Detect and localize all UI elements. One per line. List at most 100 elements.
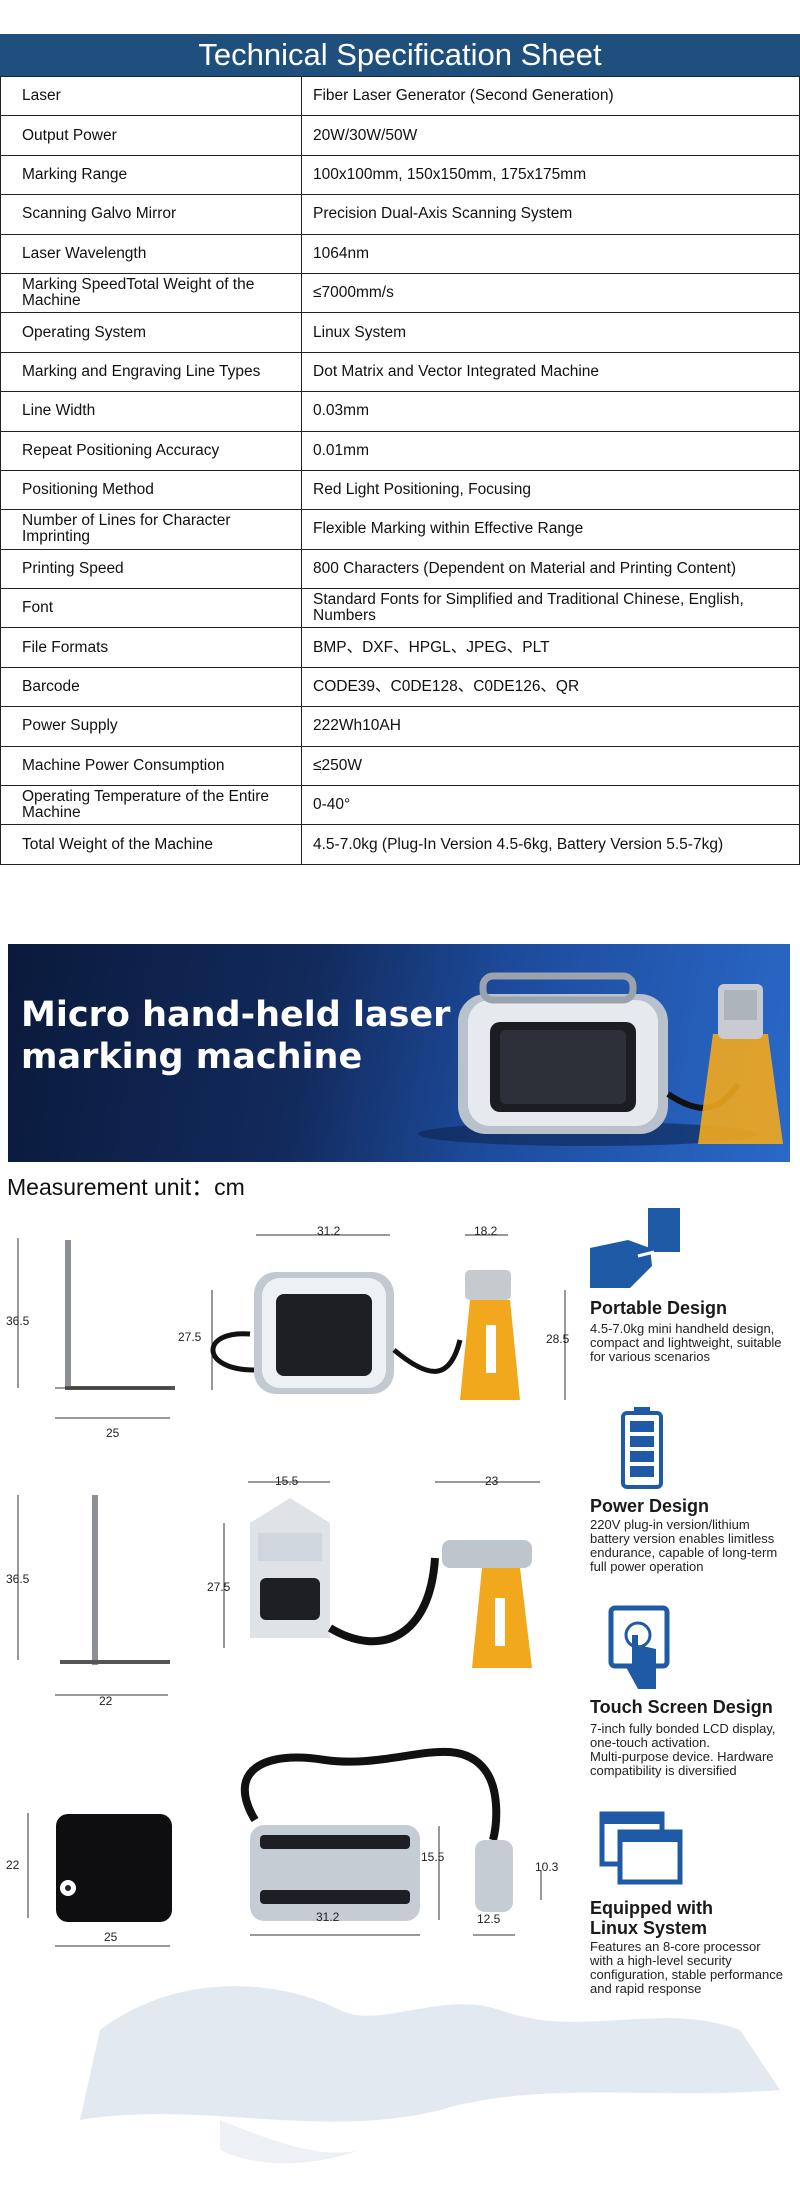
spec-value: 0.03mm — [301, 391, 800, 432]
dim-body-depth-3: 15.5 — [421, 1850, 445, 1864]
dim-stand-height-1: 36.5 — [6, 1314, 30, 1328]
dim-plate-height-3: 22 — [6, 1858, 20, 1872]
spec-value: Flexible Marking within Effective Range — [301, 509, 800, 550]
feature-title-portable: Portable Design — [590, 1298, 728, 1318]
spec-value: Dot Matrix and Vector Integrated Machine — [301, 351, 800, 393]
spec-label: Scanning Galvo Mirror — [0, 194, 302, 235]
dim-head-length-2: 23 — [485, 1474, 499, 1488]
dim-body-height-1: 27.5 — [178, 1330, 202, 1344]
spec-label: Marking SpeedTotal Weight of the Machine — [0, 272, 302, 314]
spec-label: Number of Lines for Character Imprinting — [0, 509, 302, 550]
machine-top-view — [240, 1747, 542, 1936]
spec-label: Marking Range — [0, 154, 302, 196]
spec-value: 222Wh10AH — [301, 706, 800, 747]
spec-value: ≤250W — [301, 745, 800, 787]
feature-desc-touch: 7-inch fully bonded LCD display, one-tou… — [590, 1721, 776, 1778]
spec-value: Fiber Laser Generator (Second Generation… — [301, 75, 800, 117]
spec-label: Operating Temperature of the Entire Mach… — [0, 785, 302, 826]
measurement-unit: Measurement unit：cm — [7, 1174, 245, 1200]
spec-value: Linux System — [301, 312, 800, 353]
spec-value: ≤7000mm/s — [301, 272, 800, 314]
spec-label: Barcode — [0, 666, 302, 708]
dim-head-height-3: 10.3 — [535, 1860, 559, 1874]
feature-desc-power: 220V plug-in version/lithium battery ver… — [590, 1517, 778, 1574]
spec-label: Total Weight of the Machine — [0, 824, 302, 865]
dim-stand-depth-2: 22 — [99, 1694, 113, 1708]
spec-value: 20W/30W/50W — [301, 115, 800, 156]
dim-body-width-3: 31.2 — [316, 1910, 340, 1924]
stand-side-view-1 — [17, 1238, 175, 1419]
spec-label: Marking and Engraving Line Types — [0, 351, 302, 393]
spec-value: CODE39、C0DE128、C0DE126、QR — [301, 666, 800, 708]
windows-stack-icon — [599, 1811, 683, 1885]
spec-value: BMP、DXF、HPGL、JPEG、PLT — [301, 627, 800, 668]
spec-label: Positioning Method — [0, 469, 302, 511]
spec-value: 100x100mm, 150x150mm, 175x175mm — [301, 154, 800, 196]
feature-title-power: Power Design — [590, 1496, 710, 1516]
feature-desc-linux: Features an 8-core processor with a high… — [590, 1939, 783, 1996]
spec-label: Laser — [0, 75, 302, 117]
spec-value: 0.01mm — [301, 430, 800, 471]
battery-icon — [621, 1407, 663, 1489]
spec-label: File Formats — [0, 627, 302, 668]
spec-value: Red Light Positioning, Focusing — [301, 469, 800, 511]
dim-body-height-2: 27.5 — [207, 1580, 231, 1594]
hand-holding-device-icon — [590, 1208, 680, 1288]
spec-label: Repeat Positioning Accuracy — [0, 430, 302, 471]
spec-label: Printing Speed — [0, 548, 302, 590]
feature-desc-portable: 4.5-7.0kg mini handheld design, compact … — [590, 1321, 782, 1364]
spec-value: 0-40° — [301, 785, 800, 826]
dim-stand-height-2: 36.5 — [6, 1572, 30, 1586]
spec-value: 4.5-7.0kg (Plug-In Version 4.5-6kg, Batt… — [301, 824, 800, 865]
machine-side-view — [223, 1481, 540, 1668]
spec-label: Line Width — [0, 391, 302, 432]
machine-front-view — [210, 1234, 566, 1400]
spec-label: Machine Power Consumption — [0, 745, 302, 787]
spec-label: Output Power — [0, 115, 302, 156]
spec-sheet-title: Technical Specification Sheet — [0, 34, 800, 76]
spec-row: Machine Power Consumption≤250W — [0, 745, 800, 787]
feature-title-touch: Touch Screen Design — [590, 1697, 773, 1717]
spec-label: Font — [0, 588, 302, 629]
spec-value: Standard Fonts for Simplified and Tradit… — [301, 588, 800, 629]
dim-head-width-1: 18.2 — [474, 1224, 498, 1238]
world-map-watermark — [80, 1986, 780, 2164]
spec-label: Operating System — [0, 312, 302, 353]
stand-side-view-2 — [17, 1495, 170, 1696]
spec-row: Operating Temperature of the Entire Mach… — [0, 785, 800, 826]
banner-title: Micro hand-held laser marking machine — [21, 995, 451, 1077]
spec-label: Power Supply — [0, 706, 302, 747]
spec-value: Precision Dual-Axis Scanning System — [301, 194, 800, 235]
base-plate-view — [27, 1813, 172, 1947]
product-banner: Micro hand-held laser marking machine — [8, 944, 790, 1162]
touch-screen-icon — [608, 1605, 670, 1689]
dim-head-height-1: 28.5 — [546, 1332, 570, 1346]
dim-plate-width-3: 25 — [104, 1930, 118, 1944]
feature-title-linux: Equipped with Linux System — [590, 1898, 713, 1938]
dim-stand-width-1: 25 — [106, 1426, 120, 1440]
dim-body-width-1: 31.2 — [317, 1224, 341, 1238]
spec-value: 1064nm — [301, 233, 800, 274]
spec-row: Number of Lines for Character Imprinting… — [0, 509, 800, 550]
spec-row: Marking SpeedTotal Weight of the Machine… — [0, 272, 800, 314]
banner-machine-illustration — [418, 972, 783, 1146]
spec-label: Laser Wavelength — [0, 233, 302, 274]
spec-value: 800 Characters (Dependent on Material an… — [301, 548, 800, 590]
dim-head-width-3: 12.5 — [477, 1912, 501, 1926]
